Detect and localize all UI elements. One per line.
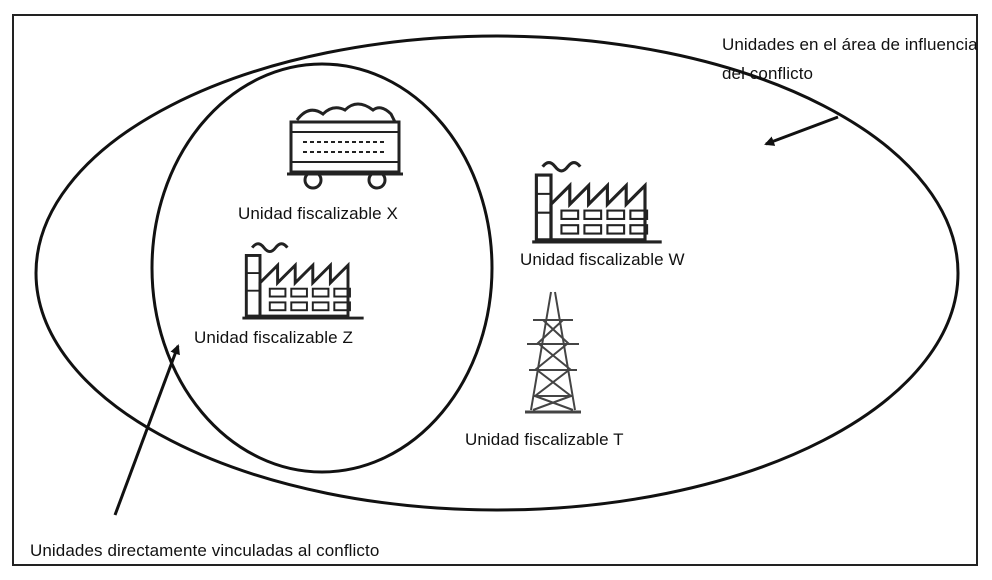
inner-ellipse	[150, 62, 494, 474]
unit-label-t: Unidad fiscalizable T	[465, 430, 624, 449]
outer-ellipse	[34, 34, 960, 512]
diagram-frame	[12, 14, 978, 566]
power-tower-icon	[525, 291, 581, 414]
arrow-inner	[113, 344, 180, 516]
unit-label-w: Unidad fiscalizable W	[520, 250, 685, 269]
outer-area-label: Unidades en el área de influencia del co…	[722, 35, 978, 83]
factory-icon	[240, 242, 366, 320]
unit-label-x: Unidad fiscalizable X	[238, 204, 398, 223]
mine-cart-icon	[287, 102, 403, 190]
unit-label-z: Unidad fiscalizable Z	[194, 328, 353, 347]
arrow-outer	[764, 115, 839, 146]
factory-icon	[530, 160, 664, 244]
inner-area-label: Unidades directamente vinculadas al conf…	[30, 541, 380, 560]
